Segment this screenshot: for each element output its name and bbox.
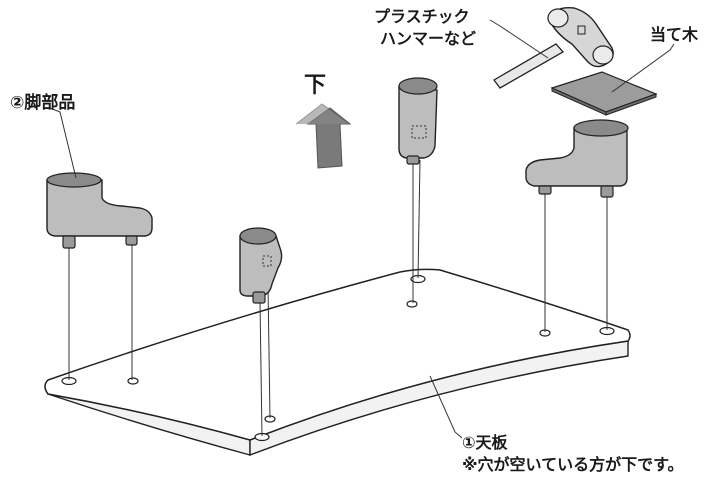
guide-lines [68,159,608,437]
leader-leg-part [49,107,77,179]
leg-part-label: ②脚部品 [10,92,75,113]
hammer-label-line1: プラスチック [374,7,470,26]
leader-pad [611,43,675,93]
leg-part-front [239,227,283,304]
leg-part-back [398,77,438,165]
pad-label: 当て木 [650,25,699,44]
tabletop-note: ※穴が空いている方が下です。 [462,455,683,474]
hammer-label-line2: ハンマーなど [380,29,476,48]
hole-back-2 [406,300,418,308]
direction-down-label: 下 [304,73,326,98]
leg-part-right [525,119,629,198]
leg-part-left [46,172,153,249]
tabletop-label: ①天板 [462,433,509,452]
leader-tabletop [429,375,463,439]
down-direction-arrow [295,103,352,169]
hole-left-2 [127,377,139,385]
hammer-icon [493,7,614,89]
tabletop-surface [44,268,631,441]
tabletop [44,268,631,457]
leader-hammer [489,19,549,59]
wood-pad-icon [550,71,658,116]
